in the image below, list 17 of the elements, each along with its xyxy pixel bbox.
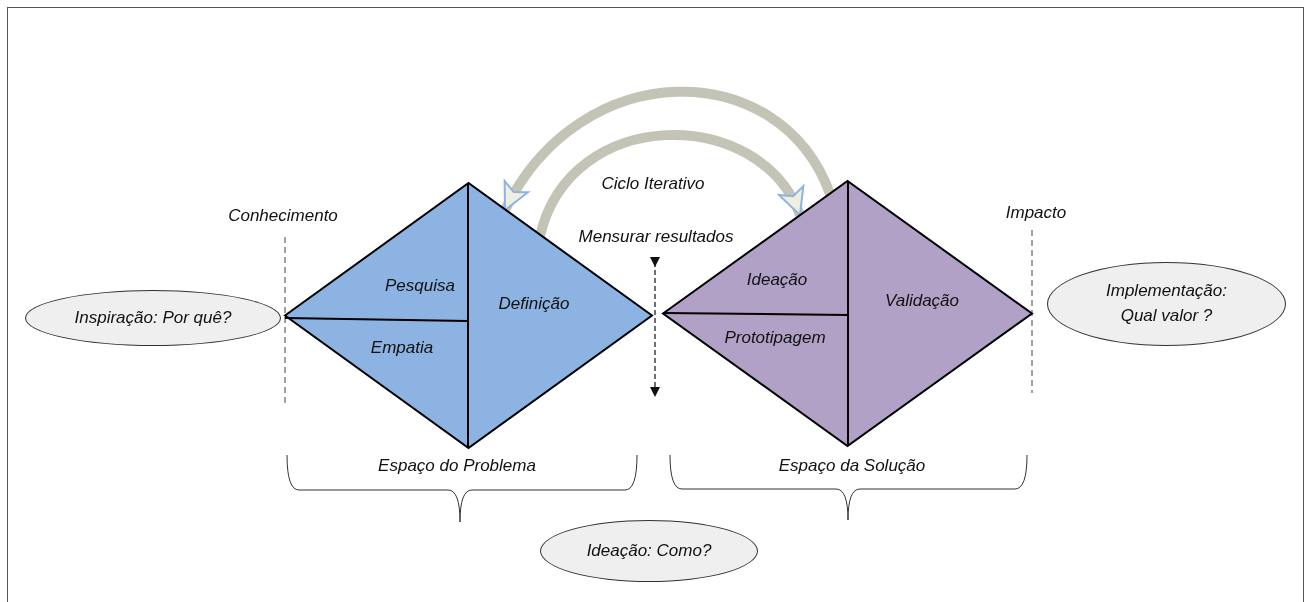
section-label: Ideação	[746, 269, 808, 291]
section-label: Empatia	[370, 337, 434, 359]
text-label: Mensurar resultados	[578, 227, 734, 247]
section-label: Prototipagem	[724, 327, 826, 349]
section-label: Validação	[885, 290, 959, 312]
section-label: Definição	[498, 293, 570, 315]
curved-arrow	[535, 130, 805, 238]
text-label: Impacto	[1005, 203, 1067, 223]
ellipse-node: Inspiração: Por quê?	[25, 290, 281, 346]
text-label: Espaço da Solução	[778, 456, 926, 476]
text-label: Espaço do Problema	[378, 456, 536, 476]
ellipse-node: Ideação: Como?	[540, 520, 758, 582]
section-label: Pesquisa	[385, 275, 455, 297]
text-label: Conhecimento	[228, 206, 338, 226]
text-label: Ciclo Iterativo	[601, 174, 705, 194]
ellipse-node: Implementação: Qual valor ?	[1047, 262, 1286, 346]
curved-arrow	[500, 86, 835, 213]
